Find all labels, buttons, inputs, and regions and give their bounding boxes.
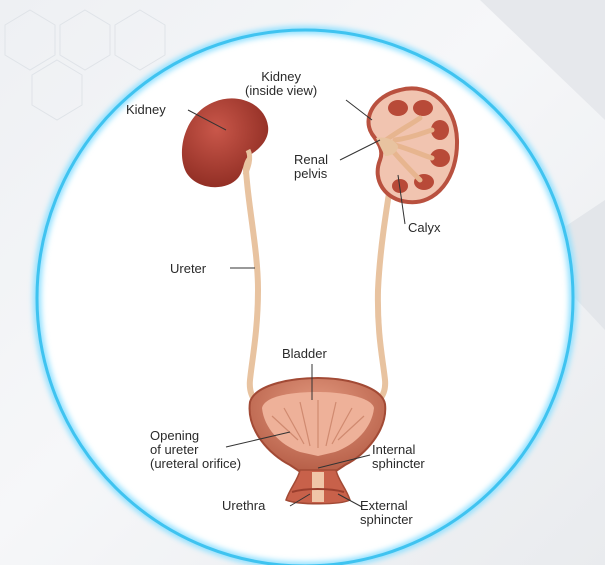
right-kidney-inside xyxy=(368,88,457,202)
label-renal-pelvis: Renal pelvis xyxy=(294,153,328,181)
label-bladder: Bladder xyxy=(282,347,327,361)
label-ureter: Ureter xyxy=(170,262,206,276)
label-urethra: Urethra xyxy=(222,499,265,513)
label-internal-sphincter: Internal sphincter xyxy=(372,443,425,471)
label-calyx: Calyx xyxy=(408,221,441,235)
label-kidney: Kidney xyxy=(126,103,166,117)
label-opening-of-ureter: Opening of ureter (ureteral orifice) xyxy=(150,429,241,471)
label-external-sphincter: External sphincter xyxy=(360,499,413,527)
label-kidney-inside-view: Kidney (inside view) xyxy=(245,70,317,98)
